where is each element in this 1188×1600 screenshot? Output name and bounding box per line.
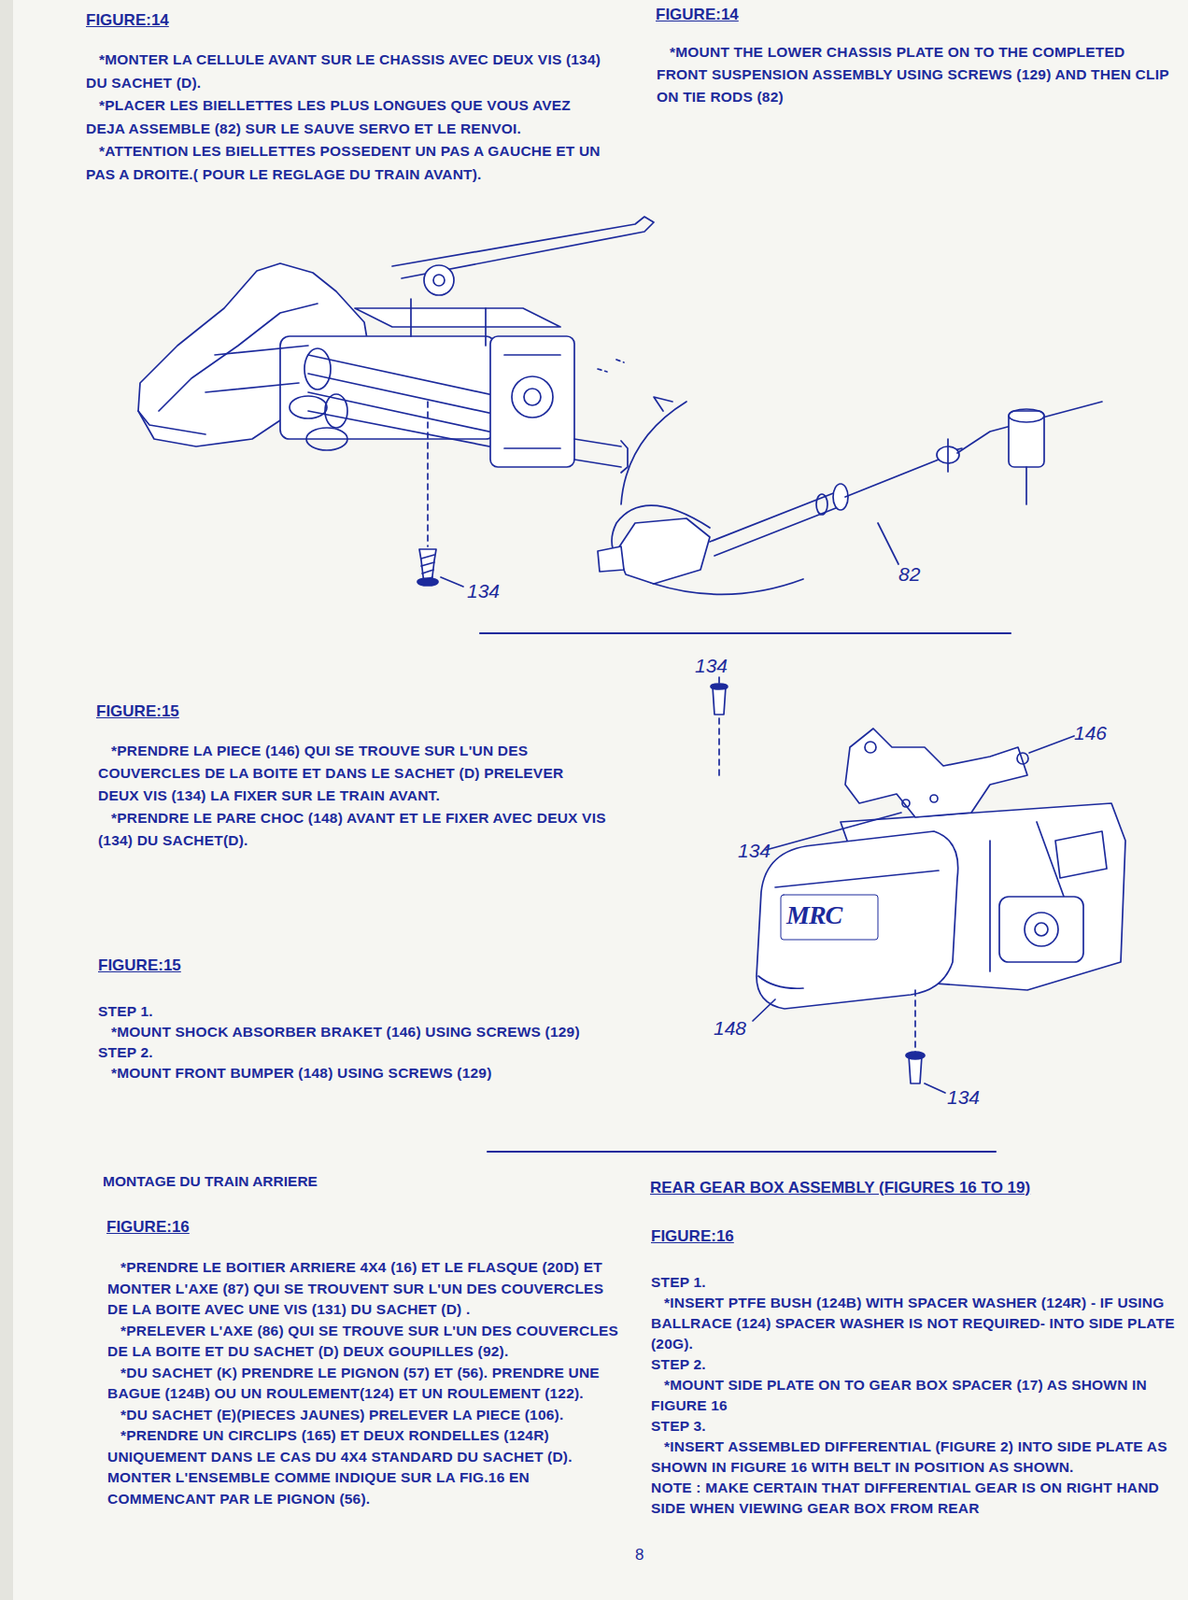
instruction-text: *DU SACHET (E)(PIECES JAUNES) PRELEVER L… xyxy=(107,1404,622,1427)
bumper-bracket-drawing xyxy=(710,677,1126,1093)
callout-number: 82 xyxy=(898,564,920,584)
step-label: STEP 3. xyxy=(650,1415,1176,1437)
note-text: NOTE : MAKE CERTAIN THAT DIFFERENTIAL GE… xyxy=(650,1477,1176,1519)
instruction-text: *INSERT ASSEMBLED DIFFERENTIAL (FIGURE 2… xyxy=(650,1436,1176,1478)
instruction-text: *MOUNT THE LOWER CHASSIS PLATE ON TO THE… xyxy=(656,41,1171,109)
step-label: STEP 1. xyxy=(98,1001,771,1022)
callout-number: 134 xyxy=(466,580,500,601)
instruction-text: *PRENDRE UN CIRCLIPS (165) ET DEUX RONDE… xyxy=(107,1425,622,1510)
figure-heading: FIGURE:14 xyxy=(655,5,739,25)
instruction-text: *ATTENTION LES BIELLETTES POSSEDENT UN P… xyxy=(85,140,609,186)
instruction-text: *PRENDRE LA PIECE (146) QUI SE TROUVE SU… xyxy=(98,739,608,807)
instruction-text: *PRELEVER L'AXE (86) QUI SE TROUVE SUR L… xyxy=(107,1320,622,1363)
instruction-text: *MONTER LA CELLULE AVANT SUR LE CHASSIS … xyxy=(85,48,609,95)
instruction-text: *DU SACHET (K) PRENDRE LE PIGNON (57) ET… xyxy=(107,1362,622,1405)
instruction-text: *INSERT PTFE BUSH (124B) WITH SPACER WAS… xyxy=(650,1292,1176,1355)
section-title: MONTAGE DU TRAIN ARRIERE xyxy=(102,1173,318,1190)
instruction-text: *PLACER LES BIELLETTES LES PLUS LONGUES … xyxy=(85,94,609,141)
figure-heading: FIGURE:15 xyxy=(96,702,180,722)
page-edge xyxy=(0,0,14,1600)
front-suspension-drawing xyxy=(138,216,1103,594)
text-column: *PRENDRE LE BOITIER ARRIERE 4X4 (16) ET … xyxy=(107,1257,622,1510)
figure-heading: FIGURE:14 xyxy=(85,11,170,30)
text-column: *MONTER LA CELLULE AVANT SUR LE CHASSIS … xyxy=(85,48,609,186)
step-label: STEP 1. xyxy=(650,1272,1176,1293)
callout-number: 146 xyxy=(1074,722,1107,743)
callout-number: 148 xyxy=(713,1018,747,1038)
instruction-text: *MOUNT SIDE PLATE ON TO GEAR BOX SPACER … xyxy=(650,1374,1176,1416)
figure-heading: FIGURE:16 xyxy=(106,1217,190,1237)
figure-heading: FIGURE:16 xyxy=(650,1227,735,1246)
text-column: *MOUNT THE LOWER CHASSIS PLATE ON TO THE… xyxy=(656,41,1171,109)
instruction-text: *MOUNT FRONT BUMPER (148) USING SCREWS (… xyxy=(98,1062,771,1084)
figure-heading: REAR GEAR BOX ASSEMBLY (FIGURES 16 TO 19… xyxy=(650,1178,1031,1198)
text-column: *PRENDRE LA PIECE (146) QUI SE TROUVE SU… xyxy=(98,739,608,852)
step-label: STEP 2. xyxy=(98,1042,771,1063)
callout-number: 134 xyxy=(737,840,771,861)
text-column: STEP 1.*MOUNT SHOCK ABSORBER BRAKET (146… xyxy=(98,1001,771,1084)
text-column: STEP 1.*INSERT PTFE BUSH (124B) WITH SPA… xyxy=(650,1272,1176,1519)
instruction-text: *PRENDRE LE BOITIER ARRIERE 4X4 (16) ET … xyxy=(107,1257,622,1321)
instruction-text: *PRENDRE LE PARE CHOC (148) AVANT ET LE … xyxy=(98,806,608,852)
callout-number: 134 xyxy=(694,655,728,676)
callout-number: 134 xyxy=(947,1087,980,1107)
figure-heading: FIGURE:15 xyxy=(98,956,182,976)
page-number: 8 xyxy=(635,1545,644,1565)
brand-logo: MRC xyxy=(786,902,842,929)
instruction-text: *MOUNT SHOCK ABSORBER BRAKET (146) USING… xyxy=(98,1021,771,1043)
step-label: STEP 2. xyxy=(650,1354,1176,1375)
